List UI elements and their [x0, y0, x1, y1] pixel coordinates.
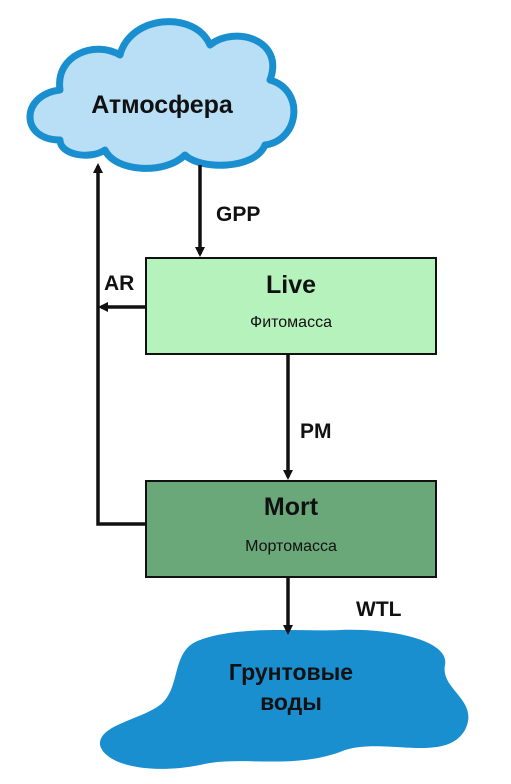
wtl-label: WTL — [356, 598, 402, 621]
pm-label: PM — [300, 420, 332, 443]
groundwater-label-line2: воды — [260, 689, 322, 715]
groundwater-puddle — [99, 629, 469, 769]
live-box — [145, 257, 437, 355]
mort-title: Mort — [263, 493, 319, 521]
respiration-return-arrow — [93, 163, 146, 526]
live-title: Live — [265, 271, 317, 299]
mort-subtitle: Мортомасса — [245, 538, 337, 555]
live-subtitle: Фитомасса — [250, 314, 332, 331]
mort-box — [145, 480, 437, 578]
ar-label: AR — [104, 272, 135, 295]
gpp-label: GPP — [216, 203, 261, 226]
atmosphere-cloud — [26, 18, 298, 172]
atmosphere-label: Атмосфера — [91, 91, 233, 119]
groundwater-label-line1: Грунтовые — [228, 659, 354, 685]
